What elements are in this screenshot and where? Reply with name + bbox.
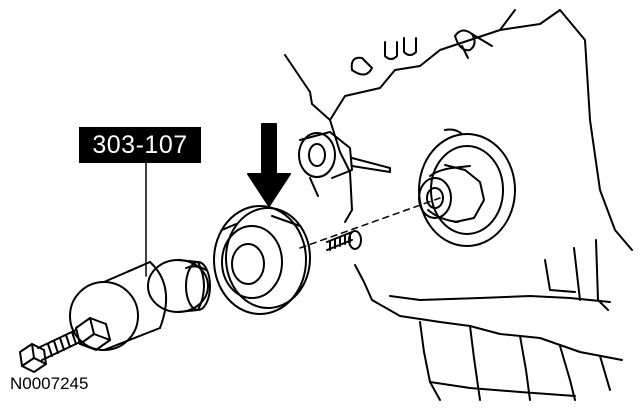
front-seal (213, 205, 311, 315)
center-line (299, 197, 441, 249)
tool-number-callout: 303-107 (79, 127, 201, 163)
threaded-stud (326, 230, 362, 251)
engine-block (284, 9, 633, 401)
install-arrow (247, 123, 291, 207)
crankshaft-pulley (418, 128, 516, 247)
figure-id: N0007245 (10, 374, 89, 393)
seal-installer-tool (19, 162, 211, 373)
mount-bracket (298, 131, 391, 197)
